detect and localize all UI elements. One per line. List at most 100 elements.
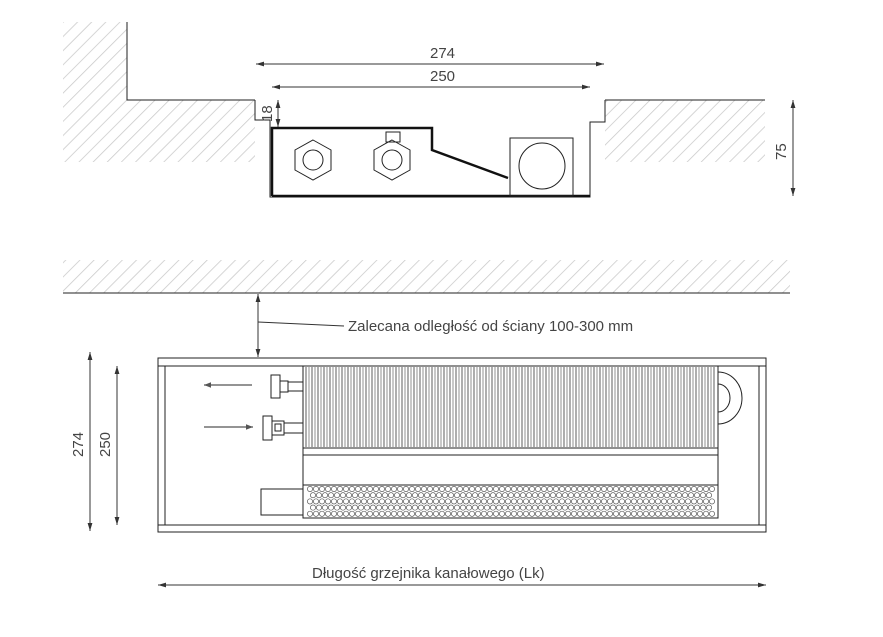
- grille-hole: [601, 486, 607, 492]
- grille-hole: [622, 504, 628, 511]
- pipe-nut-1: [294, 139, 332, 181]
- grille-hole: [568, 504, 574, 511]
- separator-bar: [302, 447, 719, 456]
- grille-hole: [580, 504, 586, 511]
- grille-hole: [439, 498, 445, 505]
- grille-hole: [667, 498, 673, 505]
- grille-hole: [385, 486, 391, 492]
- grille-hole: [340, 504, 346, 511]
- grille-hole: [394, 504, 400, 511]
- grille-hole: [397, 498, 403, 505]
- grille-hole: [643, 498, 649, 505]
- grille-hole: [370, 504, 376, 511]
- grille-hole: [625, 510, 631, 517]
- grille-hole: [397, 486, 403, 492]
- inlet-valve: [262, 415, 304, 441]
- dim-label-250-plan: 250: [97, 432, 114, 457]
- grille-hole: [691, 498, 697, 505]
- grille-hole: [640, 492, 646, 499]
- grille-hole: [667, 486, 673, 492]
- grille-hole: [373, 498, 379, 505]
- grille-hole: [613, 486, 619, 492]
- grille-hole: [583, 486, 589, 492]
- grille-hole: [433, 498, 439, 505]
- fan-cover: [302, 454, 719, 486]
- grille-hole: [691, 510, 697, 517]
- grille-hole: [490, 504, 496, 511]
- grille-hole: [385, 498, 391, 505]
- grille-hole: [370, 492, 376, 499]
- grille-hole: [505, 510, 511, 517]
- grille-hole: [379, 510, 385, 517]
- grille-hole: [550, 492, 556, 499]
- grille-hole: [388, 492, 394, 499]
- grille-hole: [517, 486, 523, 492]
- fan-icon: [518, 142, 566, 190]
- grille-hole: [493, 498, 499, 505]
- grille-hole: [418, 492, 424, 499]
- grille-hole: [577, 498, 583, 505]
- grille-hole: [673, 510, 679, 517]
- grille-hole: [685, 498, 691, 505]
- grille-hole: [472, 492, 478, 499]
- grille-hole: [556, 492, 562, 499]
- grille-hole: [499, 498, 505, 505]
- grille-hole: [583, 510, 589, 517]
- grille-hole: [457, 486, 463, 492]
- grille-hole: [709, 510, 715, 517]
- grille-hole: [403, 486, 409, 492]
- grille-hole: [451, 486, 457, 492]
- grille-hole: [481, 486, 487, 492]
- grille-hole: [358, 492, 364, 499]
- grille-hole: [700, 492, 706, 499]
- grille-hole: [553, 510, 559, 517]
- grille-hole: [529, 498, 535, 505]
- grille-hole: [517, 510, 523, 517]
- trench-frame: [157, 357, 767, 533]
- grille-hole: [439, 486, 445, 492]
- grille-hole: [484, 492, 490, 499]
- grille-hole: [676, 492, 682, 499]
- grille-hole: [670, 492, 676, 499]
- grille-hole: [673, 498, 679, 505]
- grille-hole: [670, 504, 676, 511]
- plan-view: Zalecana odległość od ściany 100-300 mm …: [63, 260, 790, 588]
- section-view: 274 250 18 75: [63, 22, 796, 198]
- wall-distance-note: Zalecana odległość od ściany 100-300 mm: [348, 318, 633, 335]
- grille-hole: [610, 492, 616, 499]
- grille-hole: [700, 504, 706, 511]
- grille-hole: [490, 492, 496, 499]
- grille-hole: [544, 492, 550, 499]
- grille-hole: [577, 486, 583, 492]
- grille-hole: [352, 492, 358, 499]
- grille-hole: [559, 486, 565, 492]
- grille-hole: [697, 498, 703, 505]
- grille-hole: [688, 492, 694, 499]
- grille-hole: [697, 486, 703, 492]
- grille-hole: [478, 504, 484, 511]
- grille-hole: [457, 510, 463, 517]
- grille-hole: [502, 504, 508, 511]
- grille-hole: [331, 486, 337, 492]
- grille-hole: [565, 486, 571, 492]
- grille-hole: [532, 492, 538, 499]
- grille-hole: [454, 504, 460, 511]
- grille-hole: [613, 498, 619, 505]
- grille-hole: [580, 492, 586, 499]
- heat-exchanger: [302, 365, 719, 449]
- grille-hole: [367, 498, 373, 505]
- grille-hole: [466, 492, 472, 499]
- grille-hole: [679, 486, 685, 492]
- grille-hole: [703, 510, 709, 517]
- grille-hole: [475, 498, 481, 505]
- grille-hole: [607, 486, 613, 492]
- dim-label-274-plan: 274: [70, 432, 87, 457]
- grille-hole: [673, 486, 679, 492]
- grille-hole: [448, 492, 454, 499]
- grille-hole: [307, 486, 313, 492]
- grille-hole: [619, 510, 625, 517]
- grille-hole: [427, 510, 433, 517]
- grille-hole: [469, 498, 475, 505]
- grille-hole: [646, 504, 652, 511]
- grille-hole: [319, 498, 325, 505]
